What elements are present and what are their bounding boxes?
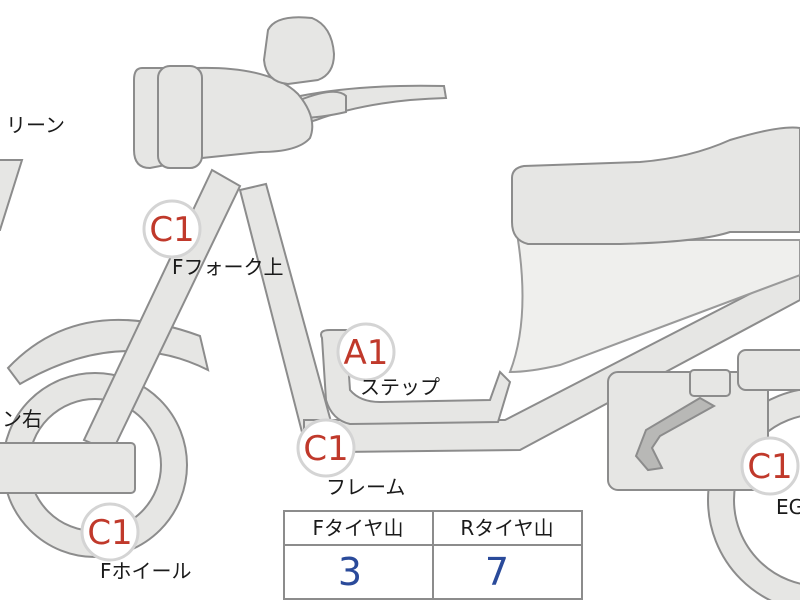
label-screen-partial: リーン [6,113,65,137]
badge-front-wheel: C1 [80,502,140,562]
tire-tread-table: Fタイヤ山 Rタイヤ山 3 7 [283,510,583,600]
svg-text:A1: A1 [344,333,389,373]
windscreen-fragment [0,159,24,231]
mirror [262,16,336,86]
badge-frame: C1 [296,418,356,478]
headlight-lens [157,65,203,169]
svg-text:C1: C1 [303,429,348,469]
svg-text:C1: C1 [87,513,132,553]
axle-block [0,442,136,494]
center-body [508,239,800,374]
step-board [320,329,512,426]
down-tube [238,182,338,441]
badge-engine: C1 [740,436,800,496]
label-engine-partial: EG [776,495,800,519]
engine [607,349,800,491]
label-front-wheel: Fホイール [100,559,192,583]
label-frame: フレーム [326,475,405,499]
svg-text:C1: C1 [149,210,194,250]
label-partial-right: ン右 [2,407,42,431]
label-step: ステップ [360,375,440,399]
table-value-front: 3 [338,550,362,594]
table-header-rear: Rタイヤ山 [460,516,553,540]
badge-fork-upper: C1 [142,199,202,259]
table-header-front: Fタイヤ山 [313,516,404,540]
table-value-rear: 7 [485,550,509,594]
badge-step: A1 [336,322,396,382]
svg-text:C1: C1 [747,447,792,487]
label-fork-upper: Fフォーク上 [172,255,284,279]
seat [511,126,800,245]
